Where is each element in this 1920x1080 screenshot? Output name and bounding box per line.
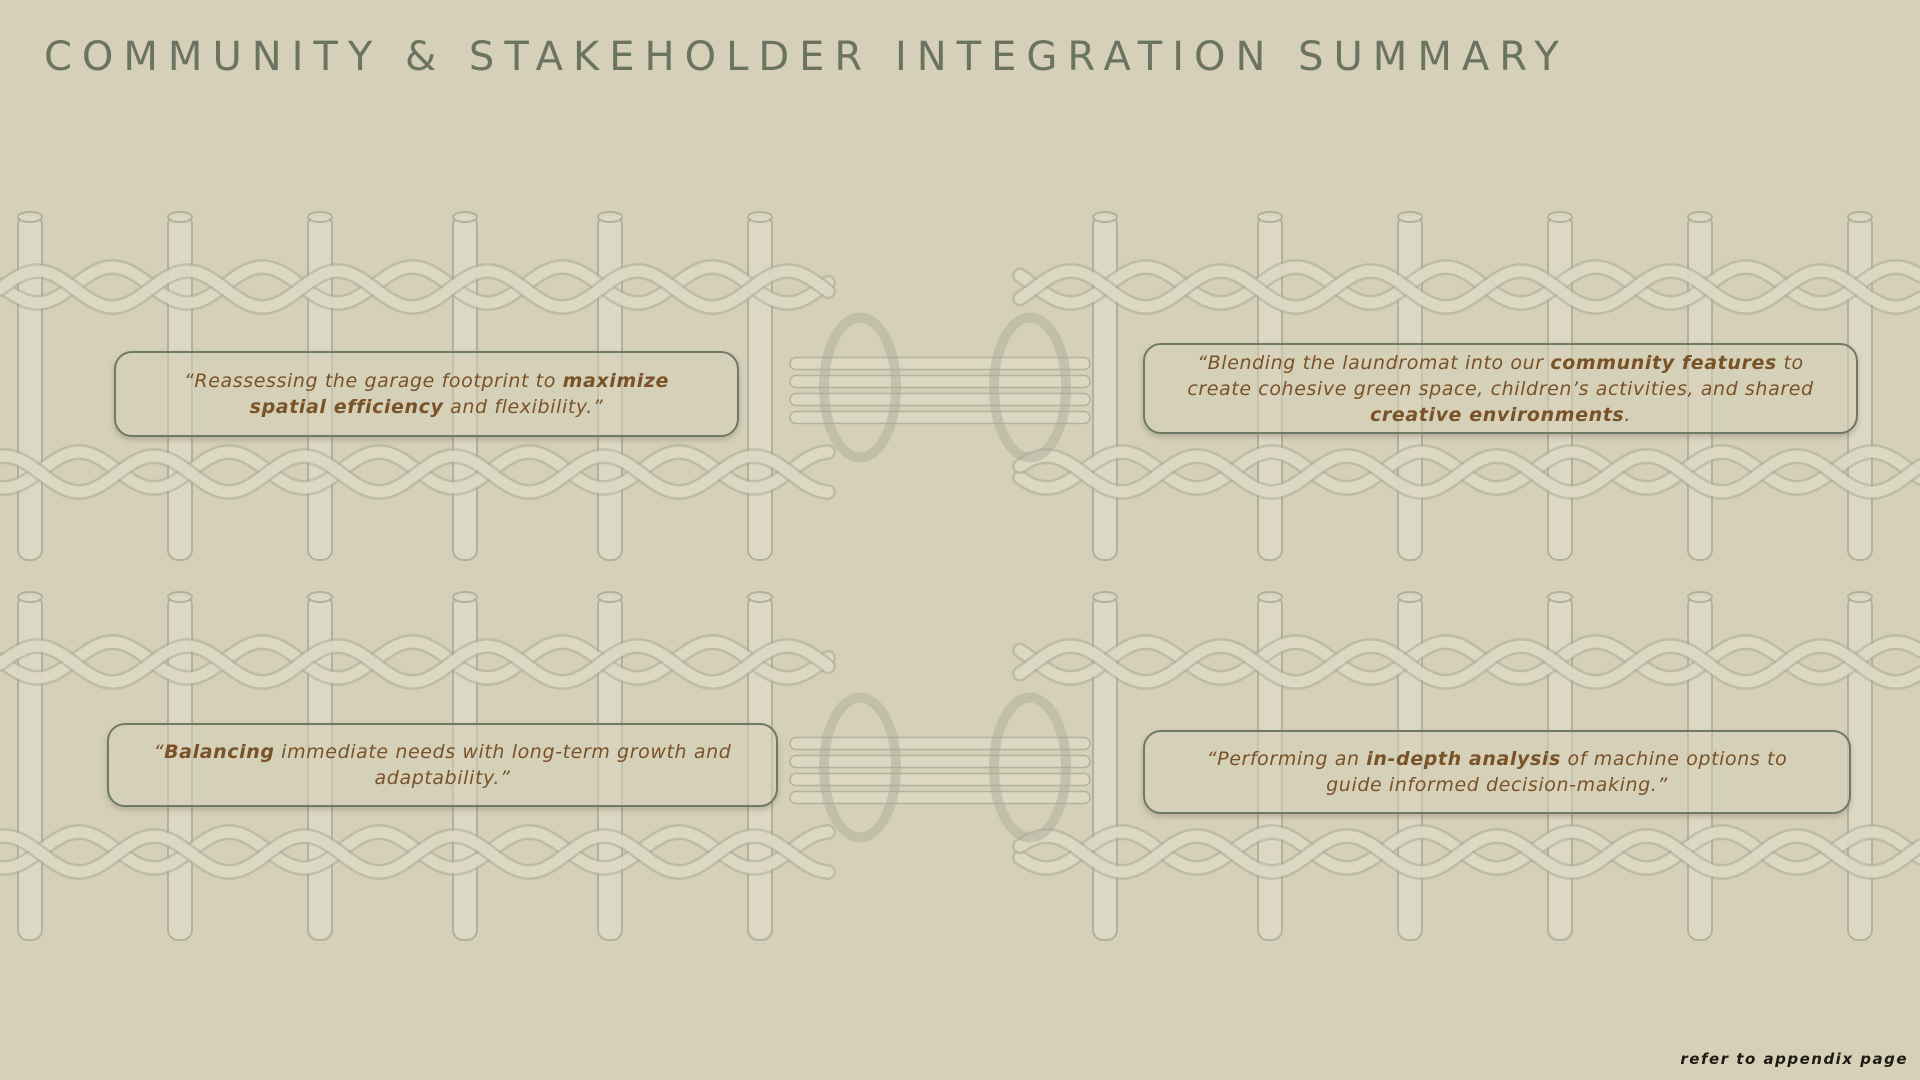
weave-stake-top	[17, 591, 43, 603]
weave-stake-top	[1257, 591, 1283, 603]
weave-stake-top	[597, 211, 623, 223]
weave-stake-top	[1092, 211, 1118, 223]
quote-text-laundromat: “Blending the laundromat into our commun…	[1185, 350, 1816, 428]
weave-rope-core	[1014, 830, 1920, 878]
weave-loop	[819, 692, 901, 843]
weave-bundle-strand	[789, 410, 1091, 425]
weave-bundle-strand	[789, 772, 1091, 787]
quote-text-garage: “Reassessing the garage footprint to max…	[156, 368, 697, 420]
quote-emphasis-balancing: Balancing	[164, 741, 275, 763]
weave-rope-core	[1014, 640, 1920, 688]
quote-fragment-analysis: “Performing an	[1206, 748, 1367, 770]
weave-stake-top	[1092, 591, 1118, 603]
quote-fragment-laundromat: .	[1624, 403, 1631, 426]
weave-rope-core	[1014, 636, 1920, 684]
quote-fragment-balancing: immediate needs with long-term growth an…	[274, 741, 732, 789]
weave-stake-top	[747, 591, 773, 603]
weave-rope-core	[0, 640, 834, 688]
weave-bundle-strand	[789, 754, 1091, 769]
weave-stake-top	[167, 211, 193, 223]
quote-emphasis-laundromat: creative environments	[1370, 403, 1625, 426]
quote-emphasis-garage: maximize spatial efficiency	[249, 370, 670, 418]
weave-stake-top	[307, 211, 333, 223]
weave-stake-top	[1847, 591, 1873, 603]
weave-bundle-strand	[789, 736, 1091, 751]
weave-bundle-strand	[789, 374, 1091, 389]
weave-rope-core	[1014, 450, 1920, 498]
quote-fragment-garage: “Reassessing the garage footprint to	[183, 370, 563, 392]
weave-stake	[1092, 214, 1118, 561]
weave-rope-core	[1014, 265, 1920, 313]
quote-text-analysis: “Performing an in-depth analysis of mach…	[1185, 746, 1809, 798]
appendix-note: refer to appendix page	[1680, 1050, 1908, 1068]
weave-stake-top	[1687, 211, 1713, 223]
weave-loop	[989, 312, 1071, 463]
quote-box-analysis: “Performing an in-depth analysis of mach…	[1143, 730, 1851, 814]
weave-stake-top	[452, 591, 478, 603]
weave-rope-core	[0, 450, 834, 498]
page-title: COMMUNITY & STAKEHOLDER INTEGRATION SUMM…	[44, 34, 1569, 80]
weave-stake-top	[1847, 211, 1873, 223]
weave-bundle-strand	[789, 392, 1091, 407]
weave-stake-top	[1547, 211, 1573, 223]
weave-rope-core	[1014, 826, 1920, 874]
weave-loop	[819, 312, 901, 463]
weave-stake-top	[17, 211, 43, 223]
weave-bundle-strand	[789, 790, 1091, 805]
weave-rope-core	[0, 830, 834, 878]
weave-stake-top	[1547, 591, 1573, 603]
quote-box-balancing: “Balancing immediate needs with long-ter…	[107, 723, 778, 807]
quote-fragment-laundromat: “Blending the laundromat into our	[1197, 351, 1551, 374]
quote-text-balancing: “Balancing immediate needs with long-ter…	[149, 739, 736, 791]
weave-stake-top	[747, 211, 773, 223]
weave-loop	[989, 692, 1071, 843]
quote-emphasis-analysis: in-depth analysis	[1366, 748, 1561, 770]
quote-box-garage: “Reassessing the garage footprint to max…	[114, 351, 739, 437]
weave-rope-core	[1014, 446, 1920, 494]
quote-fragment-balancing: “	[153, 741, 165, 763]
quote-box-laundromat: “Blending the laundromat into our commun…	[1143, 343, 1858, 434]
weave-stake-top	[1397, 211, 1423, 223]
quote-fragment-analysis: of machine options to guide informed dec…	[1326, 748, 1788, 796]
weave-rope-core	[0, 261, 834, 309]
quote-fragment-laundromat: to create cohesive green space, children…	[1187, 351, 1814, 400]
weave-stake-top	[1397, 591, 1423, 603]
weave-stake	[747, 214, 773, 561]
weave-stake-top	[597, 591, 623, 603]
weave-stake-top	[1687, 591, 1713, 603]
weave-bundle-strand	[789, 356, 1091, 371]
weave-stake-top	[167, 591, 193, 603]
quote-emphasis-laundromat: community features	[1550, 351, 1777, 374]
weave-stake-top	[452, 211, 478, 223]
weave-rope-core	[1014, 261, 1920, 309]
weave-rope-core	[0, 636, 834, 684]
weave-stake-top	[307, 591, 333, 603]
weave-stake-top	[1257, 211, 1283, 223]
quote-fragment-garage: and flexibility.”	[443, 396, 604, 418]
weave-rope-core	[0, 265, 834, 313]
